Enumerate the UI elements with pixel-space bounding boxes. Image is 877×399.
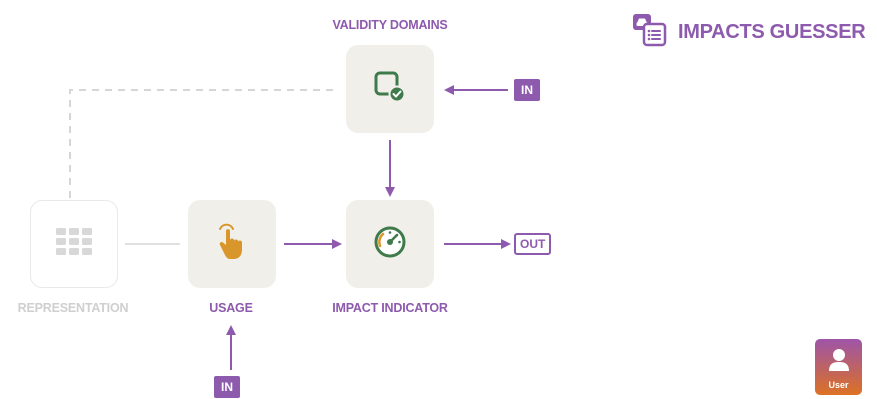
impact-out-tag: OUT [514, 233, 552, 255]
usage-node[interactable] [188, 200, 276, 288]
user-button[interactable]: User [815, 339, 862, 395]
app-title: IMPACTS GUESSER [678, 21, 866, 43]
gauge-icon [372, 224, 408, 265]
person-icon [828, 348, 850, 377]
grid-icon [56, 227, 92, 261]
validity-domains-label: VALIDITY DOMAINS [332, 18, 448, 32]
hand-tap-icon [214, 223, 250, 266]
impact-indicator-label: IMPACT INDICATOR [332, 301, 448, 315]
representation-node [30, 200, 118, 288]
user-label: User [828, 380, 849, 390]
validity-in-tag: IN [514, 79, 540, 101]
validity-domains-node[interactable] [346, 45, 434, 133]
brand-header: IMPACTS GUESSER [632, 13, 866, 52]
impact-indicator-node[interactable] [346, 200, 434, 288]
usage-in-tag: IN [214, 376, 240, 398]
representation-label: REPRESENTATION [17, 301, 129, 315]
car-list-icon [632, 13, 668, 52]
dashed-link-representation-validity [69, 89, 337, 198]
usage-label: USAGE [209, 301, 253, 315]
check-square-icon [372, 69, 408, 110]
